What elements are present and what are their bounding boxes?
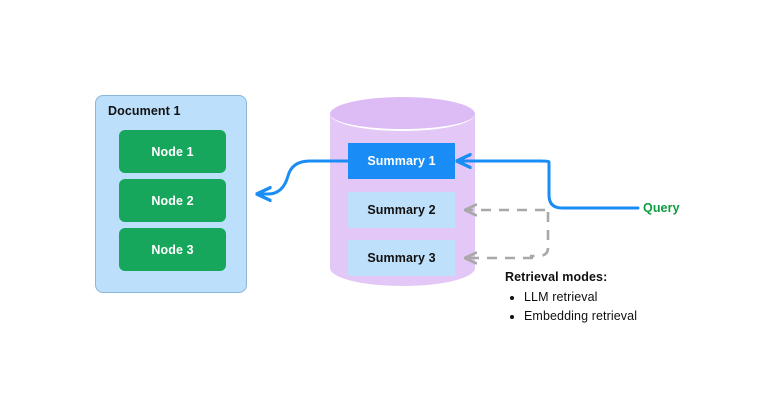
retrieval-modes-block: Retrieval modes: LLM retrieval Embedding…: [505, 270, 735, 327]
document-title: Document 1: [108, 104, 181, 118]
summary-box: Summary 2: [348, 192, 455, 228]
summary-box: Summary 3: [348, 240, 455, 276]
node-box: Node 1: [119, 130, 226, 173]
query-label: Query: [643, 201, 680, 215]
dashed-branch-vertical: [530, 212, 550, 258]
node-box: Node 3: [119, 228, 226, 271]
index-store-cylinder: Summary 1 Summary 2 Summary 3: [330, 97, 475, 302]
retrieval-modes-title: Retrieval modes:: [505, 270, 608, 284]
cylinder-top-ellipse: [330, 97, 475, 131]
summary-box-selected: Summary 1: [348, 143, 455, 179]
document-container: Document 1 Node 1 Node 2 Node 3: [95, 95, 247, 293]
query-to-summary-connector: [458, 161, 640, 210]
retrieval-modes-list: LLM retrieval Embedding retrieval: [505, 288, 735, 327]
retrieval-mode-item: Embedding retrieval: [524, 307, 735, 326]
node-box: Node 2: [119, 179, 226, 222]
retrieval-mode-item: LLM retrieval: [524, 288, 735, 307]
